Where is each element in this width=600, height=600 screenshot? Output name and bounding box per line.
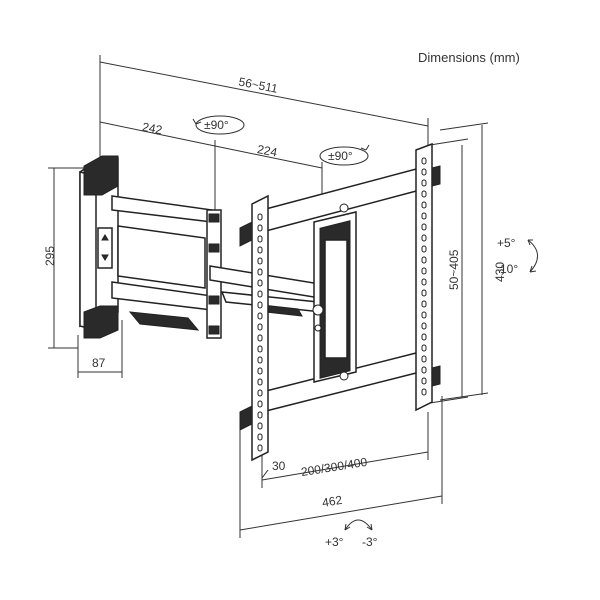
dim-total-extension: 56~511 bbox=[99, 55, 429, 170]
rail-slot bbox=[257, 433, 263, 441]
rail-slot bbox=[421, 311, 427, 319]
dim-vesa-horizontal: 200/300/400 bbox=[261, 412, 429, 488]
dim-vesa-vertical-label: 50~405 bbox=[447, 249, 461, 290]
level-indicator: +3° -3° bbox=[325, 519, 378, 549]
tilt-up-label: +5° bbox=[497, 236, 516, 250]
rail-slot bbox=[421, 377, 427, 385]
rail-left bbox=[239, 194, 269, 462]
rail-slot bbox=[421, 201, 427, 209]
rail-slot bbox=[421, 157, 427, 165]
rail-slot bbox=[257, 444, 263, 452]
rail-slot bbox=[257, 213, 263, 221]
rail-slot bbox=[257, 356, 263, 364]
rail-slot bbox=[257, 312, 263, 320]
dim-rail-offset-label: 30 bbox=[272, 459, 286, 473]
rail-slot bbox=[421, 223, 427, 231]
rail-slot bbox=[421, 179, 427, 187]
rail-slot bbox=[421, 300, 427, 308]
rail-slot bbox=[257, 290, 263, 298]
rail-slot bbox=[257, 367, 263, 375]
arm-upper-section bbox=[111, 195, 213, 331]
dim-arm-1-label: 242 bbox=[141, 120, 164, 138]
dim-rail-offset: 30 bbox=[261, 459, 286, 479]
rail-slot bbox=[421, 322, 427, 330]
tv-plate bbox=[261, 167, 421, 413]
rail-slot bbox=[257, 378, 263, 386]
dim-plate-width: 462 bbox=[239, 396, 443, 538]
swivel-2-indicator: ±90° bbox=[319, 144, 370, 166]
rail-slot bbox=[421, 278, 427, 286]
dim-arm-2: 224 bbox=[214, 142, 323, 196]
rail-slot bbox=[257, 279, 263, 287]
rail-slot bbox=[257, 411, 263, 419]
rail-slot bbox=[421, 355, 427, 363]
diagram-title: Dimensions (mm) bbox=[418, 50, 520, 65]
dim-arm-1: 242 bbox=[99, 120, 216, 212]
dim-overall-height: 430 bbox=[439, 122, 507, 401]
rail-slot bbox=[257, 345, 263, 353]
rail-slot bbox=[257, 268, 263, 276]
rail-left-holes bbox=[257, 213, 263, 452]
rail-slot bbox=[257, 301, 263, 309]
rail-slot bbox=[257, 257, 263, 265]
dim-wall-plate-height-label: 295 bbox=[43, 246, 57, 266]
wall-plate bbox=[79, 155, 119, 339]
dim-wall-plate-height: 295 bbox=[43, 167, 86, 349]
dim-overall-height-label: 430 bbox=[493, 262, 507, 282]
rail-slot bbox=[257, 422, 263, 430]
rail-slot bbox=[421, 366, 427, 374]
rail-slot bbox=[421, 344, 427, 352]
rail-right bbox=[415, 142, 441, 412]
rail-slot bbox=[421, 212, 427, 220]
level-minus-label: -3° bbox=[362, 535, 378, 549]
rail-slot bbox=[257, 400, 263, 408]
rail-slot bbox=[421, 245, 427, 253]
level-plus-label: +3° bbox=[325, 535, 344, 549]
rail-slot bbox=[421, 168, 427, 176]
rail-slot bbox=[421, 388, 427, 396]
rail-slot bbox=[257, 389, 263, 397]
dim-wall-plate-depth-label: 87 bbox=[92, 356, 106, 370]
rail-slot bbox=[257, 323, 263, 331]
tilt-indicator: +5° -10° bbox=[496, 236, 538, 276]
swivel-2-label: ±90° bbox=[328, 149, 353, 163]
dim-arm-2-label: 224 bbox=[256, 142, 279, 160]
dim-wall-plate-depth: 87 bbox=[77, 320, 123, 378]
rail-slot bbox=[257, 334, 263, 342]
swivel-1-label: ±90° bbox=[204, 118, 229, 132]
rail-slot bbox=[421, 267, 427, 275]
dim-vesa-vertical: 50~405 bbox=[429, 138, 469, 404]
rail-slot bbox=[421, 289, 427, 297]
rail-slot bbox=[257, 224, 263, 232]
rail-slot bbox=[421, 234, 427, 242]
rail-slot bbox=[257, 246, 263, 254]
dim-plate-width-label: 462 bbox=[321, 493, 343, 510]
swivel-1-indicator: ±90° bbox=[192, 115, 245, 135]
rail-slot bbox=[421, 333, 427, 341]
rail-slot bbox=[421, 190, 427, 198]
dim-vesa-horizontal-label: 200/300/400 bbox=[300, 455, 368, 479]
tilt-down-label: -10° bbox=[496, 262, 518, 276]
rail-slot bbox=[257, 235, 263, 243]
rail-slot bbox=[421, 256, 427, 264]
rail-right-holes bbox=[421, 157, 427, 396]
